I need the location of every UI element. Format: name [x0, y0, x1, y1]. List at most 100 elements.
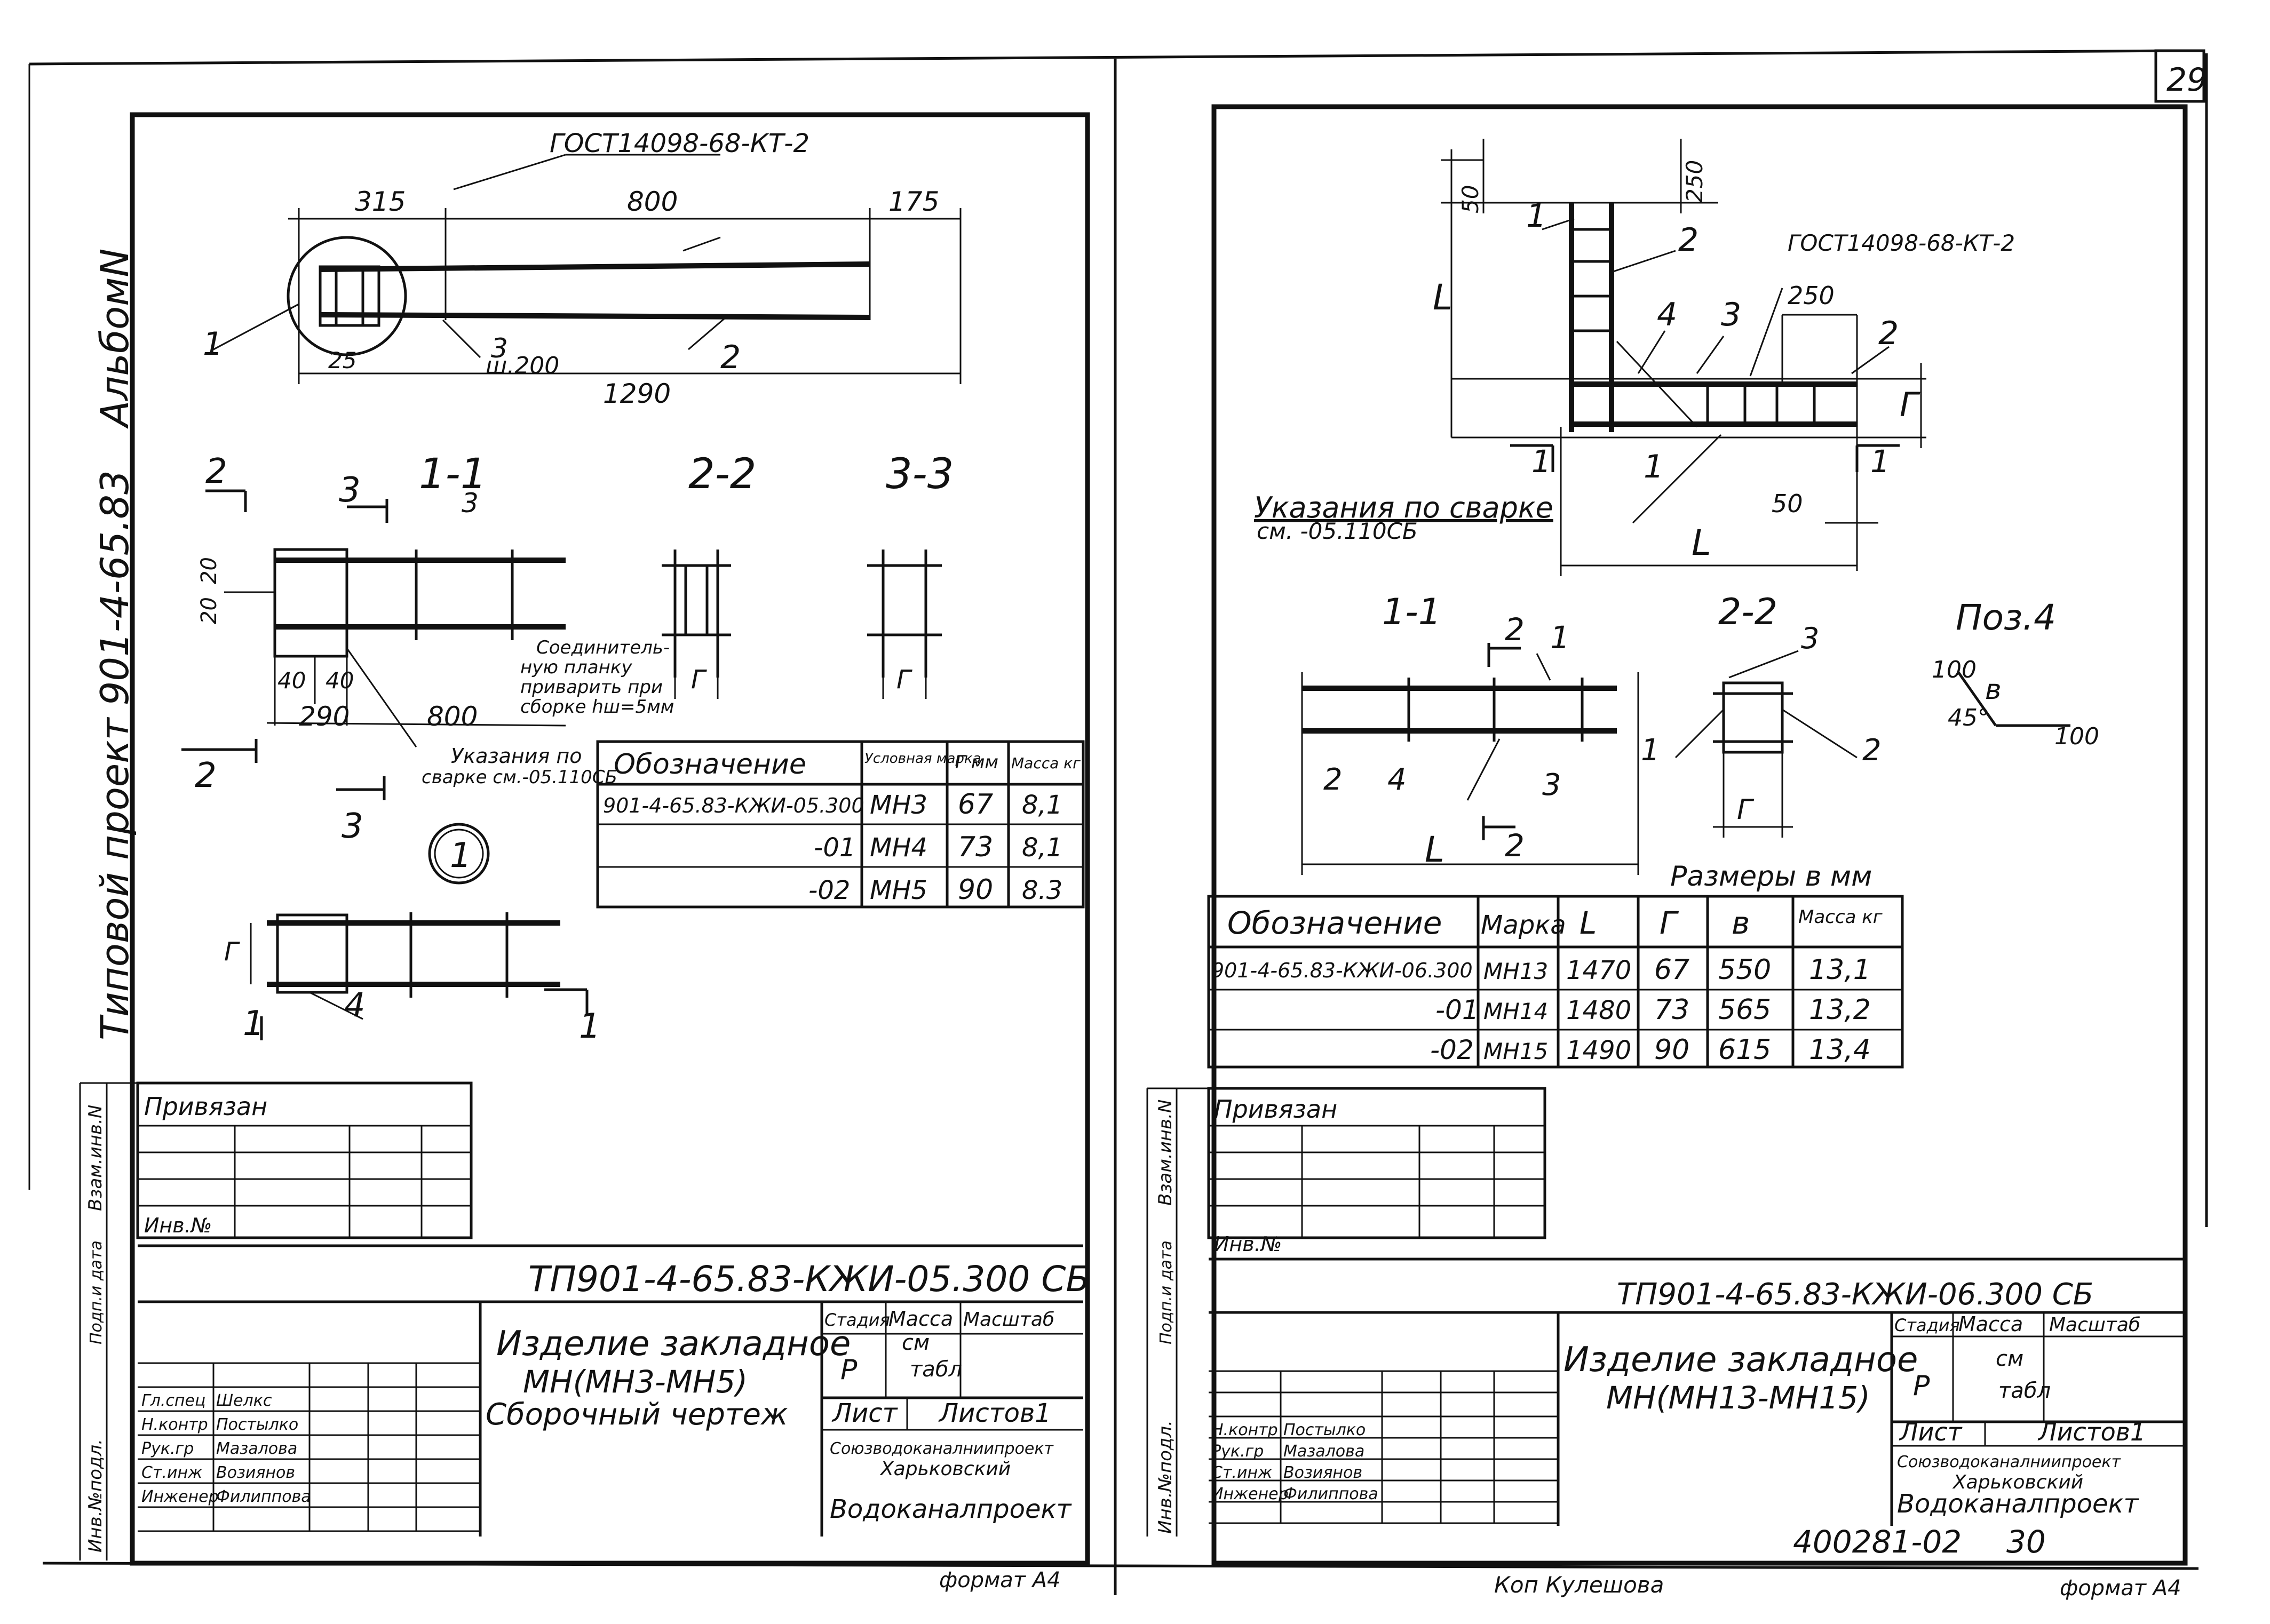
- right-name-0: Постылко: [1283, 1421, 1366, 1439]
- left-doc-code: ТП901-4-65.83-КЖИ-05.300 СБ: [528, 1259, 1090, 1300]
- right-binding-block: [1146, 1087, 1546, 1537]
- right-role-0: Н.контр: [1211, 1421, 1278, 1439]
- right-r2-L: 1490: [1566, 1036, 1631, 1065]
- left-th-mark: Условная марка: [864, 751, 981, 767]
- right-title-line1: Изделие закладное: [1563, 1340, 1918, 1380]
- dim-800: 800: [627, 186, 678, 217]
- left-name-3: Возиянов: [216, 1463, 295, 1482]
- dim-175: 175: [888, 186, 939, 217]
- dim-g-3-3: Г: [896, 665, 912, 695]
- r-s22-callout-2: 2: [1862, 733, 1882, 768]
- left-role-4: Инженер: [141, 1487, 219, 1506]
- left-org-line3: Водоканалпроект: [830, 1494, 1072, 1524]
- left-r0-designation: 901-4-65.83-КЖИ-05.300: [603, 794, 864, 817]
- right-name-3: Филиппова: [1283, 1485, 1378, 1503]
- right-r1-L: 1480: [1566, 996, 1631, 1025]
- right-sheet: 50 250 250 50 L L Г ГОСТ14098-68-КТ-2 1 …: [1146, 139, 2185, 1601]
- right-r0-b: 550: [1718, 954, 1771, 986]
- right-org-line2: Харьковский: [1952, 1471, 2083, 1493]
- detail-mark-number: 1: [450, 836, 472, 875]
- left-binding-block: [79, 1081, 473, 1561]
- marker-1-left: 1: [243, 1004, 265, 1044]
- lower-elevation: [250, 912, 589, 1040]
- r-section-2-2: [1674, 650, 1858, 838]
- callout-3: 3: [491, 333, 508, 364]
- r-weld-ref-line2: см. -05.110СБ: [1257, 518, 1418, 544]
- right-org-line1: Союзводоканалниипроект: [1897, 1453, 2122, 1471]
- weld-note-line4: сборке hш=5мм: [520, 696, 674, 718]
- right-side-vzam: Взам.инв.N: [1155, 1100, 1176, 1206]
- right-inv-no: Инв.№: [1214, 1232, 1282, 1256]
- left-sheet: АльбомN Типовой проект 901-4-65.83 ГОСТ1…: [79, 129, 1090, 1593]
- r-section-1-1-label: 1-1: [1382, 591, 1441, 633]
- r-dim-L-horizontal: L: [1692, 522, 1711, 563]
- r-s11-marker-2a: 2: [1505, 611, 1525, 648]
- section-3-3-label: 3-3: [886, 450, 954, 498]
- dim-40a: 40: [277, 667, 306, 694]
- right-mass-header: Масса: [1958, 1312, 2023, 1336]
- r-weld-ref-line1: Указания по сварке: [1254, 491, 1553, 524]
- page-number: 29: [2166, 61, 2207, 99]
- right-r2-designation: -02: [1430, 1034, 1474, 1065]
- right-th-L: L: [1580, 905, 1597, 941]
- right-sheets-header: Листов1: [2037, 1418, 2146, 1446]
- r-callout-2b: 2: [1878, 315, 1899, 352]
- right-r0-mass: 13,1: [1809, 954, 1871, 986]
- left-sheets-header: Листов1: [938, 1398, 1051, 1428]
- detail-circle: [287, 236, 407, 356]
- r-s11-callout-3: 3: [1542, 768, 1561, 802]
- left-th-mass: Масса кг: [1011, 754, 1081, 772]
- r-section-1-1: [1301, 643, 1639, 875]
- right-spec-table: [1207, 895, 1904, 1069]
- right-inner-frame: [1211, 104, 2188, 1566]
- right-th-designation: Обозначение: [1227, 905, 1442, 941]
- detail-mark-circle: [428, 823, 490, 885]
- right-side-inv: Инв.№подл.: [1155, 1420, 1176, 1534]
- right-plan-view: [1441, 139, 1926, 576]
- pos4-len-100a: 100: [1932, 656, 1977, 683]
- right-stage: Р: [1913, 1370, 1930, 1402]
- step-label: ш.200: [486, 352, 559, 379]
- left-gost-label: ГОСТ14098-68-КТ-2: [550, 129, 809, 158]
- doc-code-bottom: 400281-02: [1793, 1524, 1962, 1560]
- r-marker-1-right: 1: [1870, 443, 1890, 480]
- r-callout-4: 4: [1657, 296, 1677, 333]
- left-title-line2: МН(МН3-МН5): [523, 1364, 748, 1400]
- left-name-1: Постылко: [216, 1415, 298, 1434]
- left-r2-mark: МН5: [870, 875, 927, 905]
- dim-g-2-2: Г: [691, 665, 707, 695]
- callout-1: 1: [203, 325, 223, 363]
- left-org-line2: Харьковский: [879, 1458, 1011, 1480]
- left-title-line1: Изделие закладное: [496, 1324, 851, 1364]
- r-dim-G-section: Г: [1737, 794, 1755, 826]
- marker-3-bottom: 3: [342, 807, 363, 846]
- right-r1-b: 565: [1718, 994, 1771, 1026]
- pos4-len-100b: 100: [2054, 723, 2099, 750]
- right-r0-G: 67: [1654, 954, 1689, 986]
- left-format: формат А4: [939, 1568, 1061, 1593]
- right-mass: см: [1996, 1347, 2023, 1371]
- left-name-0: Шелкс: [216, 1391, 272, 1410]
- right-stage-header: Стадия: [1894, 1315, 1960, 1335]
- right-org-line3: Водоканалпроект: [1897, 1489, 2139, 1519]
- left-r2-g: 90: [958, 874, 993, 906]
- left-role-2: Рук.гр: [141, 1439, 194, 1458]
- dim-g-lower: Г: [224, 937, 240, 967]
- pos4-angle: 45°: [1948, 704, 1989, 731]
- dim-40b: 40: [326, 667, 354, 694]
- left-r1-g: 73: [958, 831, 993, 863]
- marker-2-top: 2: [205, 452, 227, 491]
- right-title-line2: МН(МН13-МН15): [1606, 1380, 1870, 1416]
- callout-4: 4: [344, 985, 365, 1024]
- page-number-box: [2154, 49, 2205, 103]
- left-stage-header: Стадия: [824, 1310, 890, 1330]
- r-dim-50: 50: [1457, 185, 1483, 213]
- sizes-note: Размеры в мм: [1670, 861, 1872, 893]
- marker-1-right: 1: [579, 1007, 601, 1046]
- dim-800b: 800: [427, 701, 478, 732]
- right-r0-mark: МН13: [1483, 958, 1548, 984]
- left-mass-header: Масса: [888, 1307, 953, 1331]
- left-scale-header: Масштаб: [963, 1309, 1054, 1331]
- left-mass: см: [902, 1331, 930, 1355]
